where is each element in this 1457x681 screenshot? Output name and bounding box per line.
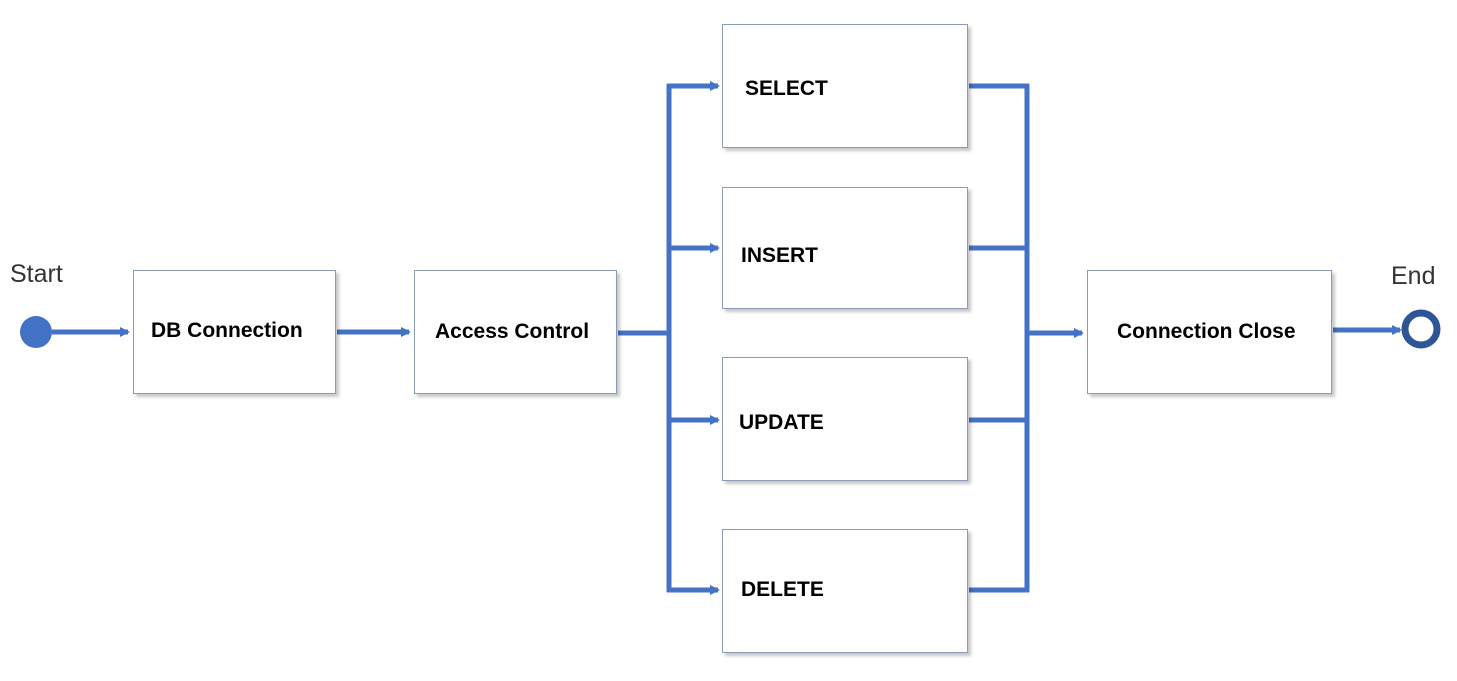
node-db-connection-label: DB Connection	[151, 319, 303, 342]
node-insert-label: INSERT	[741, 244, 819, 267]
node-access-control-label: Access Control	[435, 320, 590, 343]
node-access-control	[414, 270, 617, 394]
node-select	[722, 24, 968, 148]
node-delete	[722, 529, 968, 653]
start-label: Start	[10, 260, 63, 288]
node-update	[722, 357, 968, 481]
start-node-icon	[20, 316, 52, 348]
node-connection-close-label: Connection Close	[1117, 320, 1296, 343]
end-node-icon	[1401, 309, 1441, 349]
node-db-connection	[133, 270, 336, 394]
node-update-label: UPDATE	[739, 411, 824, 434]
node-connection-close	[1087, 270, 1332, 394]
end-label: End	[1391, 262, 1436, 290]
node-select-label: SELECT	[745, 77, 828, 100]
node-delete-label: DELETE	[741, 578, 824, 601]
node-insert	[722, 187, 968, 309]
